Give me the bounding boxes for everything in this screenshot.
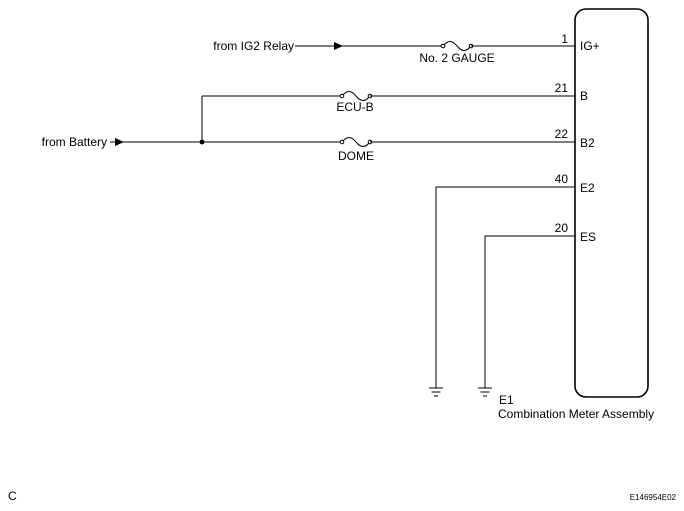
pin-number-e2: 40 <box>555 172 569 186</box>
pin-name-es: ES <box>580 230 596 244</box>
gauge-fuse-label: No. 2 GAUGE <box>419 51 494 65</box>
ground-icon <box>478 387 492 397</box>
gauge-fuse-icon <box>442 41 472 51</box>
pin-number-b: 21 <box>555 81 569 95</box>
battery-arrow-icon <box>115 138 124 146</box>
pin-name-e2: E2 <box>580 181 595 195</box>
pin-name-b: B <box>580 89 588 103</box>
dome-fuse-terminal-left <box>339 139 345 145</box>
pin-name-ig: IG+ <box>580 39 600 53</box>
dome-fuse-icon <box>341 137 371 147</box>
corner-label: C <box>8 489 17 503</box>
ecu-b-fuse-icon <box>341 91 371 101</box>
assembly-name: Combination Meter Assembly <box>498 407 654 421</box>
pin-name-b2: B2 <box>580 136 595 150</box>
battery-label: from Battery <box>42 135 107 149</box>
figure-code: E146954E02 <box>630 493 677 502</box>
ecu-b-fuse-label: ECU-B <box>336 100 373 114</box>
ig2-relay-label: from IG2 Relay <box>213 39 294 53</box>
e2-ground-wire <box>435 186 575 388</box>
dome-fuse-label: DOME <box>338 149 374 163</box>
ground-label-e1: E1 <box>499 393 514 407</box>
pin-number-b2: 22 <box>555 127 569 141</box>
combination-meter-box <box>574 8 649 398</box>
pin-number-es: 20 <box>555 221 569 235</box>
gauge-fuse-terminal-left <box>440 43 446 49</box>
ground-icon <box>429 387 443 397</box>
pin-number-ig: 1 <box>561 32 568 46</box>
ecu-b-fuse-terminal-left <box>339 93 345 99</box>
es-ground-wire <box>484 235 575 388</box>
ig2-arrow-icon <box>334 42 343 50</box>
